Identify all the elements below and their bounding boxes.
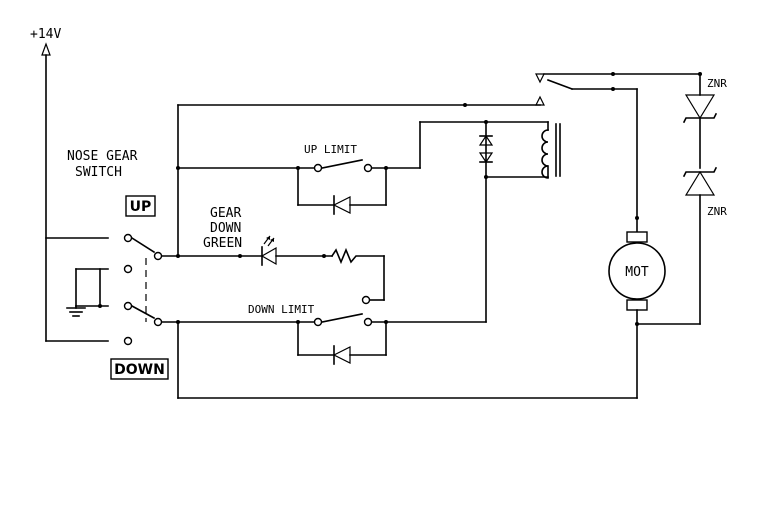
ground-symbol bbox=[66, 268, 109, 317]
resistor bbox=[330, 247, 385, 305]
down-position-box: DOWN bbox=[110, 358, 169, 380]
gear-label-line1: GEAR bbox=[210, 206, 241, 221]
nose-gear-switch bbox=[123, 233, 163, 346]
up-limit-switch bbox=[297, 159, 421, 215]
switch-title-line1: NOSE GEAR bbox=[67, 149, 138, 164]
switch-title-line2: SWITCH bbox=[75, 165, 122, 180]
up-limit-label: UP LIMIT bbox=[304, 143, 357, 156]
relay-coil bbox=[478, 120, 561, 323]
down-limit-switch bbox=[297, 313, 487, 365]
znr-bottom-label: ZNR bbox=[707, 205, 727, 218]
znr-top-label: ZNR bbox=[707, 77, 727, 90]
down-limit-label: DOWN LIMIT bbox=[248, 303, 315, 316]
relay-contact bbox=[535, 73, 701, 106]
motor: MOT bbox=[608, 231, 666, 311]
gear-label-line2: DOWN bbox=[210, 221, 241, 236]
down-position-label: DOWN bbox=[114, 362, 165, 378]
supply-label: +14V bbox=[30, 27, 61, 42]
up-position-label: UP bbox=[130, 199, 152, 215]
gear-label-line3: GREEN bbox=[203, 236, 242, 251]
up-position-box: UP bbox=[125, 195, 156, 217]
supply-terminal bbox=[41, 42, 51, 342]
znr-suppressor bbox=[682, 73, 718, 325]
gear-down-led bbox=[239, 235, 333, 266]
motor-label: MOT bbox=[625, 265, 649, 280]
